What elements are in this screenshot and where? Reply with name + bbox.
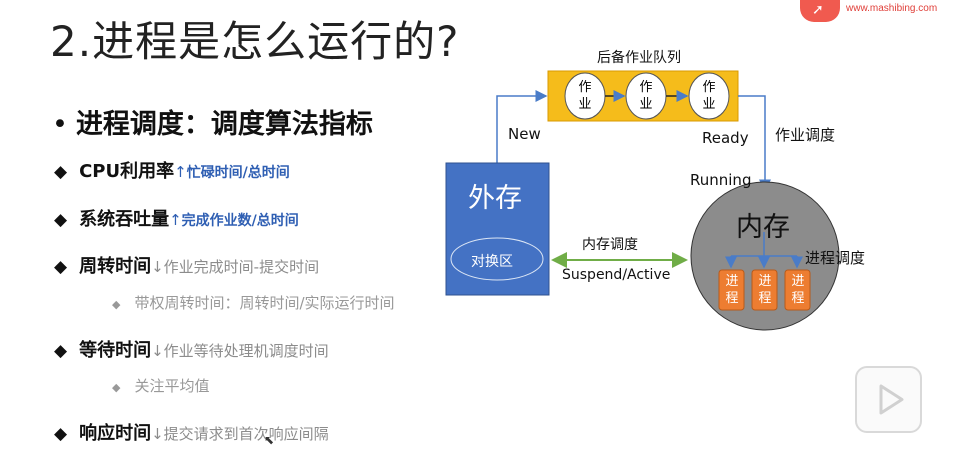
ready-label: Ready — [702, 129, 749, 147]
new-arrow — [496, 90, 548, 163]
sub-item: ◆ 关注平均值 — [112, 375, 209, 396]
job-node — [688, 72, 730, 120]
swap-area-label: 对换区 — [471, 254, 513, 270]
metric-item: ◆ 周转时间↓作业完成时间-提交时间 — [54, 252, 319, 278]
job-char: 作 — [639, 80, 653, 95]
heading-text: 进程调度：调度算法指标 — [75, 109, 373, 140]
process-text: 进程 — [757, 273, 773, 307]
play-button[interactable] — [855, 366, 922, 433]
metric-note: 完成作业数/总时间 — [181, 213, 299, 229]
metric-label: CPU利用率 — [79, 161, 175, 182]
job-char: 业 — [578, 97, 592, 112]
process-text: 进程 — [790, 273, 806, 307]
brand-logo-icon — [800, 0, 840, 22]
process-text: 进程 — [724, 273, 740, 307]
site-url: www.mashibing.com — [846, 3, 938, 14]
process-box — [751, 269, 778, 311]
job-node-text: 作业 — [577, 79, 593, 113]
arrow-up-icon: ↑ — [174, 163, 187, 181]
job-schedule-arrow — [738, 95, 771, 192]
job-char: 作 — [578, 80, 592, 95]
metric-label: 响应时间 — [79, 423, 152, 444]
process-char: 程 — [725, 291, 739, 306]
metric-item: ◆ CPU利用率↑忙碌时间/总时间 — [54, 157, 290, 183]
mouse-cursor-icon: ⬉ — [264, 433, 275, 447]
sub-item: ◆ 带权周转时间：周转时间/实际运行时间 — [112, 292, 395, 313]
job-queue-label: 后备作业队列 — [597, 50, 681, 66]
diamond-bullet-icon: ◆ — [54, 257, 68, 277]
metric-label: 系统吞吐量 — [79, 209, 170, 230]
process-char: 进 — [725, 274, 739, 289]
process-char: 进 — [791, 274, 805, 289]
job-node-text: 作业 — [638, 79, 654, 113]
metric-label: 周转时间 — [79, 256, 152, 277]
diamond-bullet-icon: ◆ — [54, 424, 68, 444]
metric-note: 作业等待处理机调度时间 — [163, 342, 329, 360]
sub-item-text: 关注平均值 — [134, 377, 210, 395]
brand-mark-icon: ➚ — [812, 2, 824, 18]
metric-item: ◆ 等待时间↓作业等待处理机调度时间 — [54, 336, 329, 362]
process-box — [718, 269, 745, 311]
job-char: 作 — [702, 80, 716, 95]
process-char: 程 — [791, 291, 805, 306]
arrow-up-icon: ↑ — [169, 211, 182, 229]
job-char: 业 — [702, 97, 716, 112]
diamond-bullet-icon: ◆ — [112, 298, 121, 311]
job-char: 业 — [639, 97, 653, 112]
section-heading: •进程调度：调度算法指标 — [52, 102, 373, 141]
process-schedule-label: 进程调度 — [805, 249, 866, 267]
memory-label: 内存 — [736, 212, 790, 243]
diamond-bullet-icon: ◆ — [54, 341, 68, 361]
process-box — [784, 269, 811, 311]
new-label: New — [508, 125, 541, 143]
memory-schedule-label: 内存调度 — [582, 237, 638, 253]
arrow-down-icon: ↓ — [151, 342, 164, 360]
metric-item: ◆ 系统吞吐量↑完成作业数/总时间 — [54, 205, 299, 231]
metric-item: ◆ 响应时间↓提交请求到首次响应间隔 — [54, 419, 329, 445]
swap-area — [450, 237, 544, 281]
bullet-dot-icon: • — [52, 109, 68, 140]
diamond-bullet-icon: ◆ — [54, 210, 68, 230]
running-label: Running — [690, 171, 752, 189]
play-icon — [879, 384, 904, 415]
metric-note: 提交请求到首次响应间隔 — [163, 425, 329, 443]
process-char: 程 — [758, 291, 772, 306]
diamond-bullet-icon: ◆ — [54, 162, 68, 182]
external-storage-label: 外存 — [468, 183, 522, 214]
arrow-down-icon: ↓ — [151, 258, 164, 276]
slide-title: 2.进程是怎么运行的? — [50, 17, 460, 66]
sub-item-text: 带权周转时间：周转时间/实际运行时间 — [134, 294, 395, 312]
arrow-down-icon: ↓ — [151, 425, 164, 443]
metric-note: 作业完成时间-提交时间 — [163, 258, 320, 276]
diamond-bullet-icon: ◆ — [112, 381, 121, 394]
metric-label: 等待时间 — [79, 340, 152, 361]
process-char: 进 — [758, 274, 772, 289]
suspend-active-label: Suspend/Active — [562, 267, 671, 283]
metric-note: 忙碌时间/总时间 — [186, 165, 290, 181]
job-node-text: 作业 — [701, 79, 717, 113]
job-schedule-label: 作业调度 — [775, 126, 836, 144]
